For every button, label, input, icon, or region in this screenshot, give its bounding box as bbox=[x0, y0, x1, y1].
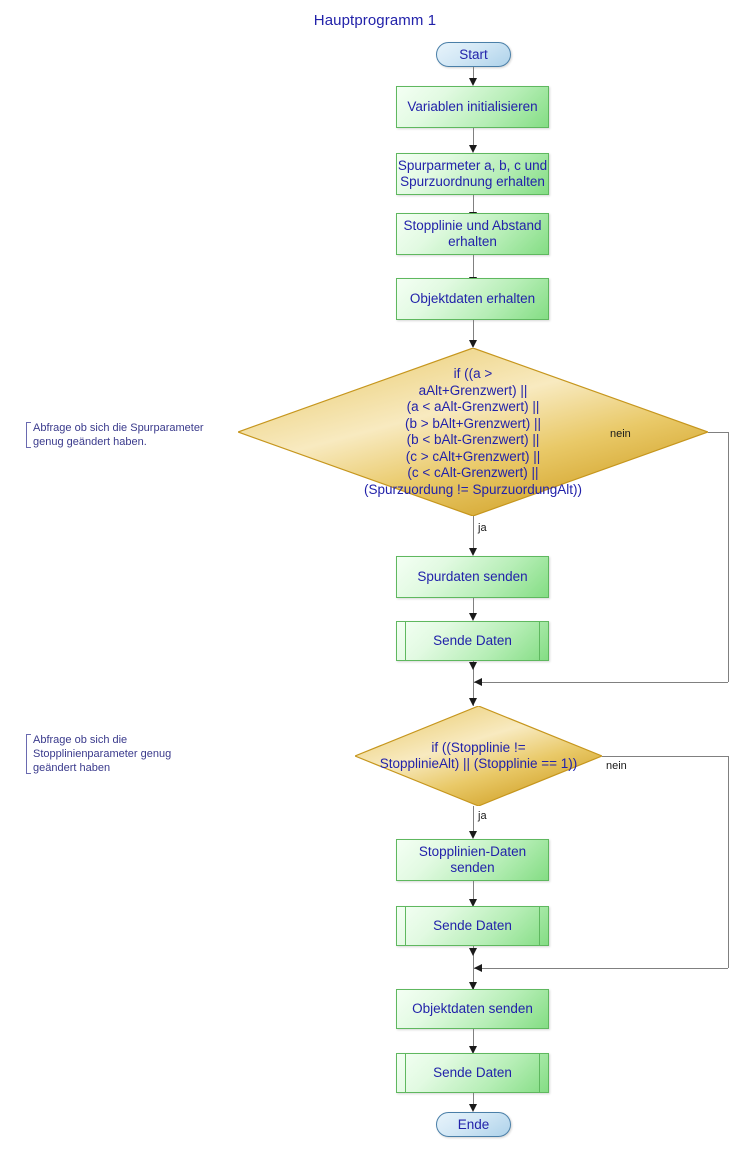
node-decision-stopline[interactable]: if ((Stopplinie != StopplinieAlt) || (St… bbox=[355, 706, 602, 806]
decision-stopline-shape bbox=[355, 706, 602, 806]
node-get-object-data-label: Objektdaten erhalten bbox=[409, 291, 536, 306]
connector-stopline-yes-v bbox=[473, 806, 474, 833]
arrowhead-decision-lane bbox=[468, 340, 477, 348]
connector-lane-params-to-stopline bbox=[473, 195, 474, 213]
node-send-stopline-data-label: Stopplinien-Daten senden bbox=[418, 844, 527, 875]
connector-lane-yes-v bbox=[473, 516, 474, 548]
connector-start-to-init bbox=[473, 67, 474, 79]
connector-stoplinedata-to-senddata2 bbox=[473, 881, 474, 903]
node-get-lane-params[interactable]: Spurparmeter a, b, c und Spurzuordnung e… bbox=[396, 153, 549, 195]
arrowhead-send-lane-data bbox=[468, 548, 477, 556]
connector-lanedata-to-senddata1 bbox=[473, 598, 474, 614]
branch-label-stopline-yes: ja bbox=[478, 810, 487, 822]
node-start[interactable]: Start bbox=[436, 42, 511, 67]
node-decision-lane[interactable]: if ((a > aAlt+Grenzwert) || (a < aAlt-Gr… bbox=[238, 348, 708, 516]
predefined-process-bar-left bbox=[405, 907, 406, 945]
branch-label-lane-no: nein bbox=[610, 428, 631, 440]
node-end[interactable]: Ende bbox=[436, 1112, 511, 1137]
arrowhead-init bbox=[468, 78, 477, 86]
arrowhead-send-object-data bbox=[468, 982, 477, 990]
connector-lane-no-h2 bbox=[474, 682, 728, 683]
node-send-stopline-data[interactable]: Stopplinien-Daten senden bbox=[396, 839, 549, 881]
arrowhead-send-data-3 bbox=[468, 1046, 477, 1054]
connector-objectsend-to-senddata3 bbox=[473, 1029, 474, 1051]
node-send-data-1-label: Sende Daten bbox=[433, 633, 512, 648]
connector-stopline-no-h1 bbox=[602, 756, 728, 757]
predefined-process-bar-right bbox=[539, 1054, 540, 1092]
connector-merge2-to-objectsend bbox=[473, 946, 474, 991]
annotation-stopline-note: Abfrage ob sich die Stopplinienparameter… bbox=[26, 733, 211, 775]
connector-senddata3-to-end bbox=[473, 1093, 474, 1107]
branch-label-stopline-no: nein bbox=[606, 760, 627, 772]
node-start-label: Start bbox=[459, 47, 488, 62]
page-title: Hauptprogramm 1 bbox=[313, 12, 437, 29]
connector-stopline-no-v bbox=[728, 756, 729, 968]
node-get-stopline[interactable]: Stopplinie und Abstand erhalten bbox=[396, 213, 549, 255]
arrowhead-decision-stopline bbox=[468, 698, 477, 706]
node-get-stopline-label: Stopplinie und Abstand erhalten bbox=[403, 218, 542, 249]
connector-lane-no-h1 bbox=[708, 432, 728, 433]
node-send-data-3[interactable]: Sende Daten bbox=[396, 1053, 549, 1093]
node-send-lane-data-label: Spurdaten senden bbox=[417, 569, 528, 584]
node-send-lane-data[interactable]: Spurdaten senden bbox=[396, 556, 549, 598]
node-send-data-3-label: Sende Daten bbox=[433, 1065, 512, 1080]
branch-label-lane-yes: ja bbox=[478, 522, 487, 534]
arrowhead-merge1-top bbox=[468, 662, 477, 670]
node-send-object-data-label: Objektdaten senden bbox=[412, 1001, 533, 1016]
node-init-vars[interactable]: Variablen initialisieren bbox=[396, 86, 549, 128]
predefined-process-bar-left bbox=[405, 622, 406, 660]
predefined-process-bar-left bbox=[405, 1054, 406, 1092]
connector-objectdata-to-decision1 bbox=[473, 320, 474, 342]
node-get-object-data[interactable]: Objektdaten erhalten bbox=[396, 278, 549, 320]
connector-init-to-lane-params bbox=[473, 128, 474, 146]
arrowhead-lane-params bbox=[468, 145, 477, 153]
predefined-process-bar-right bbox=[539, 622, 540, 660]
node-send-data-2-label: Sende Daten bbox=[433, 918, 512, 933]
arrowhead-lane-merge bbox=[474, 677, 482, 686]
annotation-lane-note: Abfrage ob sich die Spurparameter genug … bbox=[26, 421, 226, 449]
arrowhead-send-stopline-data bbox=[468, 831, 477, 839]
node-end-label: Ende bbox=[457, 1117, 490, 1132]
node-get-lane-params-label: Spurparmeter a, b, c und Spurzuordnung e… bbox=[397, 158, 548, 189]
connector-stopline-to-objectdata bbox=[473, 255, 474, 278]
arrowhead-end bbox=[468, 1104, 477, 1112]
connector-merge1-to-decision2 bbox=[473, 661, 474, 706]
arrowhead-merge2-top bbox=[468, 948, 477, 956]
node-send-data-2[interactable]: Sende Daten bbox=[396, 906, 549, 946]
decision-lane-shape bbox=[238, 348, 708, 516]
connector-stopline-no-h2 bbox=[474, 968, 728, 969]
predefined-process-bar-right bbox=[539, 907, 540, 945]
node-send-data-1[interactable]: Sende Daten bbox=[396, 621, 549, 661]
connector-lane-no-v bbox=[728, 432, 729, 682]
node-send-object-data[interactable]: Objektdaten senden bbox=[396, 989, 549, 1029]
arrowhead-send-data-2 bbox=[468, 899, 477, 907]
node-init-vars-label: Variablen initialisieren bbox=[407, 99, 538, 114]
arrowhead-send-data-1 bbox=[468, 613, 477, 621]
arrowhead-stopline-merge bbox=[474, 963, 482, 972]
